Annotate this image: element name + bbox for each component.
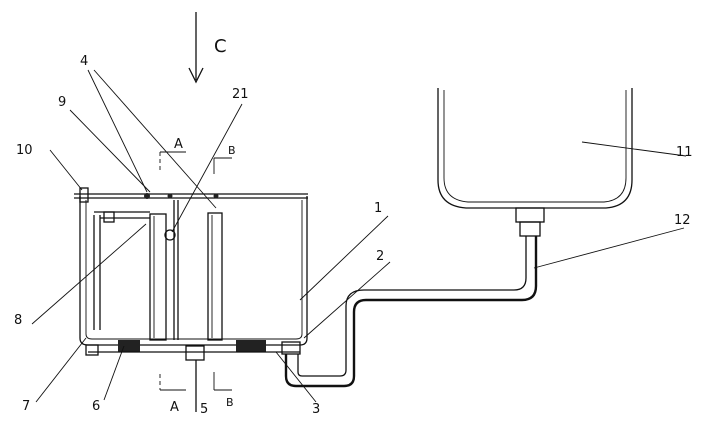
view-label-c: C — [214, 36, 227, 57]
section-line-b — [213, 157, 232, 391]
part-label-11: 11 — [676, 145, 693, 160]
divider-wall — [164, 200, 179, 340]
section-line-a — [159, 151, 186, 391]
inner-left-frame — [93, 211, 150, 330]
part-label-1: 1 — [374, 201, 382, 216]
part-label-9: 9 — [58, 95, 66, 110]
basin — [437, 88, 633, 237]
part-label-21: 21 — [232, 87, 249, 102]
part-label-12: 12 — [674, 213, 691, 228]
right-tube — [207, 212, 223, 341]
main-tank — [79, 196, 308, 346]
part-label-3: 3 — [312, 402, 320, 417]
part-label-8: 8 — [14, 313, 22, 328]
section-a-bottom-label: A — [170, 400, 179, 415]
section-a-top-label: A — [174, 137, 183, 152]
part-label-2: 2 — [376, 249, 384, 264]
part-label-7: 7 — [22, 399, 30, 414]
outlet-pipe — [281, 236, 538, 388]
part-label-4: 4 — [80, 54, 88, 69]
part-label-6: 6 — [92, 399, 100, 414]
section-b-top-label: B — [228, 144, 236, 157]
left-foot — [85, 344, 99, 356]
left-tube — [149, 213, 167, 341]
leader-lines — [31, 69, 687, 403]
section-b-bottom-label: B — [226, 396, 234, 409]
top-rod — [74, 187, 308, 203]
bottom-channel — [88, 340, 300, 412]
part-label-5: 5 — [200, 402, 208, 417]
part-label-10: 10 — [16, 143, 33, 158]
view-direction-arrow — [188, 12, 204, 84]
